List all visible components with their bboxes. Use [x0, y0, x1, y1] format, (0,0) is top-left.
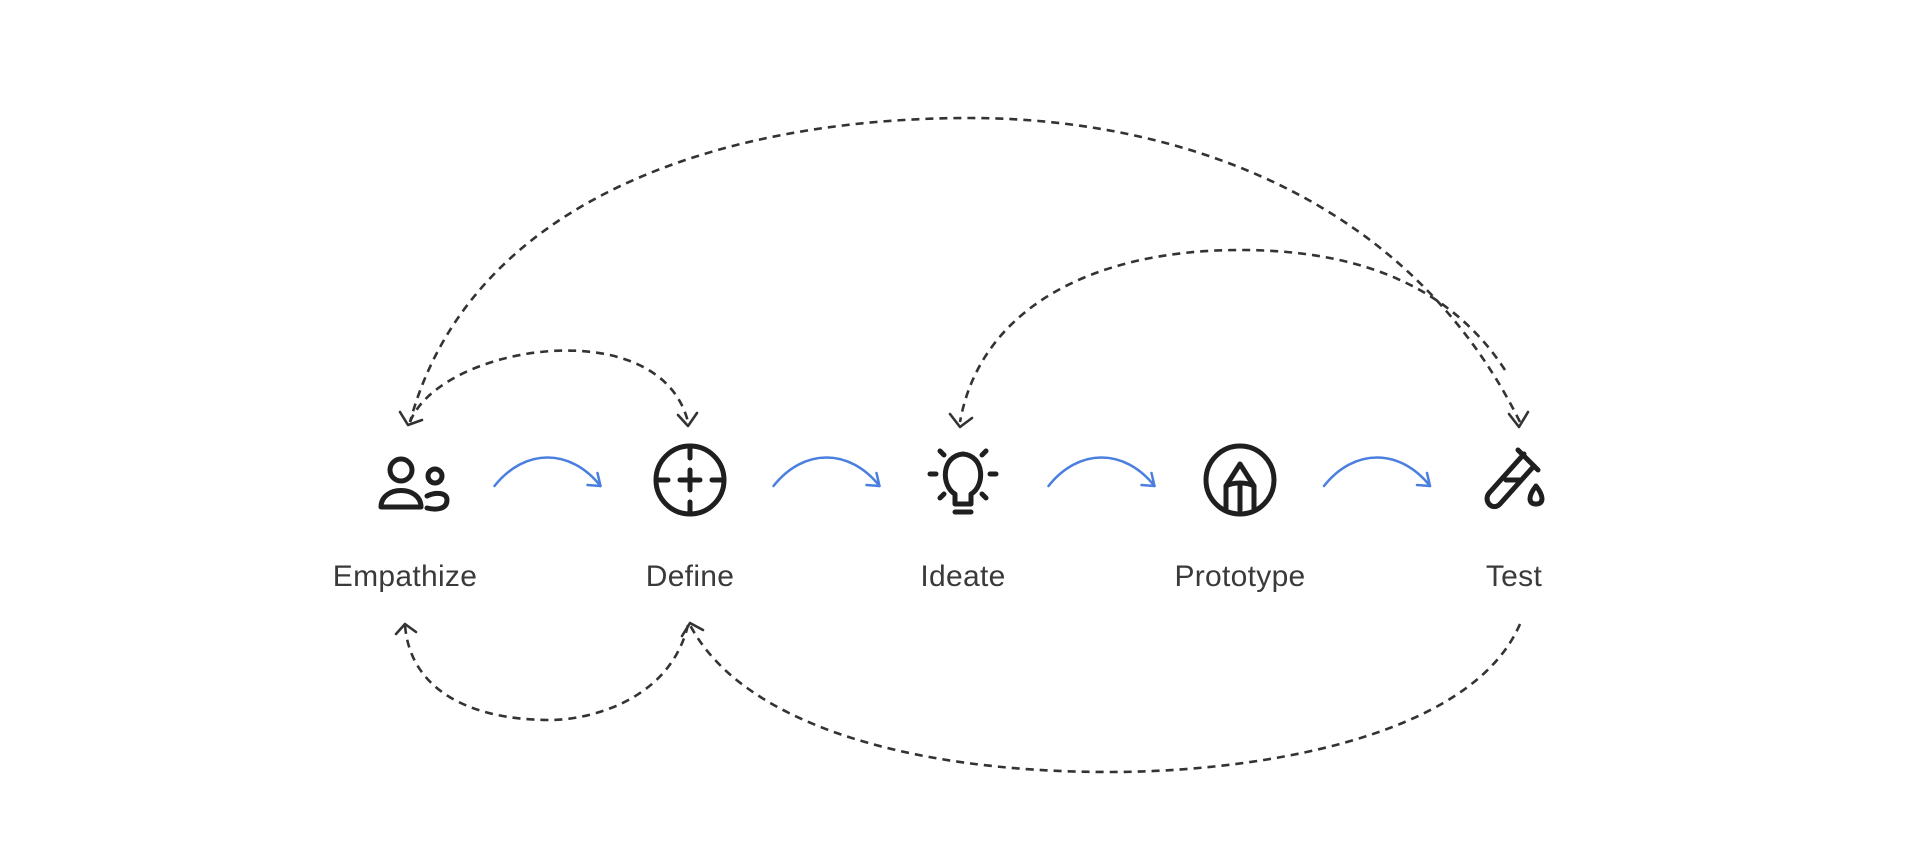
feedback-loops-bottom — [394, 621, 1522, 774]
lightbulb-icon — [927, 448, 999, 515]
flow-arrow-define-ideate — [772, 456, 881, 488]
flow-arrows — [493, 456, 1432, 488]
arrowhead-define-bottom — [680, 621, 705, 638]
flow-arrowhead — [1415, 471, 1432, 488]
flow-arrow-ideate-prototype — [1047, 456, 1156, 488]
arrowhead-empathize — [398, 410, 424, 427]
stage-label-ideate: Ideate — [920, 560, 1006, 593]
test-tube-icon — [1484, 447, 1545, 510]
stage-label-prototype: Prototype — [1174, 560, 1306, 593]
feedback-loops-top — [398, 116, 1530, 429]
flow-arrow-empathize-define — [493, 456, 602, 488]
stage-label-test: Test — [1485, 560, 1543, 593]
crosshair-icon — [653, 443, 727, 517]
loop-define-empathize — [403, 624, 690, 722]
flow-arrow-prototype-test — [1322, 456, 1432, 488]
stage-label-empathize: Empathize — [332, 560, 478, 593]
loop-test-ideate — [958, 248, 1507, 423]
arrowhead-ideate — [948, 412, 974, 429]
arrowhead-empathize-bottom — [394, 622, 418, 636]
arrowhead-define — [676, 411, 699, 428]
flow-arrowhead — [586, 471, 602, 488]
flow-arrowhead — [865, 471, 881, 488]
pencil-circle-icon — [1203, 443, 1277, 517]
people-icon — [378, 456, 450, 512]
loop-test-empathize — [408, 116, 1522, 423]
loop-test-define — [688, 623, 1522, 774]
arrowhead-test-top — [1507, 410, 1530, 429]
flow-arrowhead — [1140, 471, 1156, 488]
loop-empathize-define — [408, 349, 690, 423]
stage-label-define: Define — [645, 560, 735, 593]
